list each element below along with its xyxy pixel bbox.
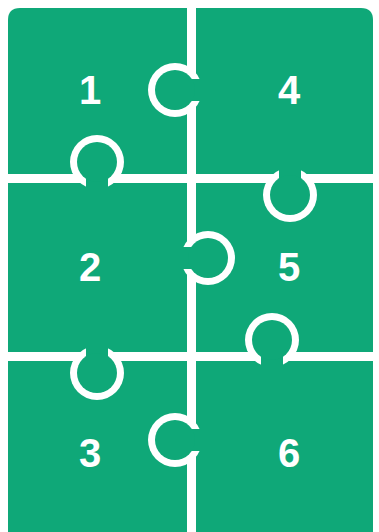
puzzle-piece: 1 [73,66,108,114]
piece-shape [196,8,373,174]
puzzle-piece: 3 [73,429,108,477]
piece-number: 4 [278,70,300,110]
piece-shape [196,361,373,532]
piece-shape [8,183,187,352]
piece-number: 2 [79,247,101,287]
piece-number: 6 [278,433,300,473]
puzzle-pieces [8,8,373,532]
puzzle-piece: 2 [73,243,108,291]
puzzle-knobs [70,63,317,467]
puzzle-piece: 6 [272,429,307,477]
piece-number: 5 [278,247,300,287]
piece-number: 1 [79,70,101,110]
piece-number: 3 [79,433,101,473]
puzzle-piece: 5 [272,243,307,291]
puzzle-piece: 4 [272,66,307,114]
